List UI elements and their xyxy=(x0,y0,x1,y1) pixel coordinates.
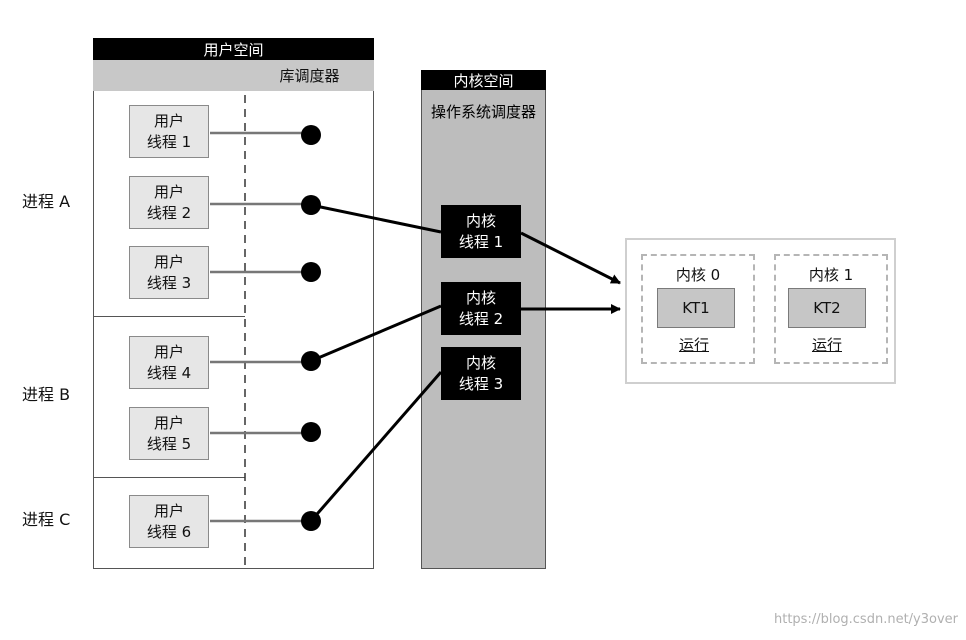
core-0-title: 内核 0 xyxy=(675,265,721,284)
user-thread-4: 用户 线程 4 xyxy=(129,336,209,389)
user-thread-2: 用户 线程 2 xyxy=(129,176,209,229)
scheduler-node-3 xyxy=(301,262,321,282)
user-thread-6-line2: 线程 6 xyxy=(146,522,192,541)
user-thread-2-line1: 用户 xyxy=(153,182,184,201)
process-label-a: 进程 A xyxy=(22,192,71,211)
user-thread-1: 用户 线程 1 xyxy=(129,105,209,158)
core-0-thread: KT1 xyxy=(657,288,735,328)
user-thread-5-line2: 线程 5 xyxy=(146,434,192,453)
core-1-state: 运行 xyxy=(811,335,842,354)
user-thread-5-line1: 用户 xyxy=(153,413,184,432)
user-space-title: 用户空间 xyxy=(93,38,374,60)
user-thread-3-line2: 线程 3 xyxy=(146,273,192,292)
user-thread-4-line2: 线程 4 xyxy=(146,363,192,382)
core-0-box xyxy=(641,254,755,364)
watermark: https://blog.csdn.net/y3over xyxy=(773,612,958,627)
kernel-thread-3-line2: 线程 3 xyxy=(458,374,504,393)
user-thread-2-line2: 线程 2 xyxy=(146,203,192,222)
kernel-space-title: 内核空间 xyxy=(421,70,546,90)
process-label-b: 进程 B xyxy=(22,385,71,404)
user-thread-3: 用户 线程 3 xyxy=(129,246,209,299)
process-divider-bc xyxy=(93,477,245,478)
kernel-thread-2: 内核 线程 2 xyxy=(441,282,521,335)
core-1-box xyxy=(774,254,888,364)
kernel-thread-3-line1: 内核 xyxy=(465,353,496,372)
kernel-thread-1-line2: 线程 1 xyxy=(458,232,504,251)
process-label-c: 进程 C xyxy=(22,510,71,529)
user-space-panel xyxy=(93,91,374,569)
os-scheduler-label: 操作系统调度器 xyxy=(430,102,536,121)
core-1-thread: KT2 xyxy=(788,288,866,328)
map-kt1-core xyxy=(520,231,621,285)
user-thread-5: 用户 线程 5 xyxy=(129,407,209,460)
map-ut4-kt2 xyxy=(310,304,442,363)
kernel-thread-1: 内核 线程 1 xyxy=(441,205,521,258)
user-thread-6-line1: 用户 xyxy=(153,501,184,520)
kernel-thread-2-line2: 线程 2 xyxy=(458,309,504,328)
process-divider-ab xyxy=(93,316,245,317)
user-thread-1-line2: 线程 1 xyxy=(146,132,192,151)
map-ut6-kt3 xyxy=(309,371,443,522)
user-thread-6: 用户 线程 6 xyxy=(129,495,209,548)
kernel-thread-2-line1: 内核 xyxy=(465,288,496,307)
user-space-subheader xyxy=(93,60,374,91)
core-0-state: 运行 xyxy=(678,335,709,354)
user-thread-3-line1: 用户 xyxy=(153,252,184,271)
library-scheduler-label: 库调度器 xyxy=(279,67,340,85)
user-thread-1-line1: 用户 xyxy=(153,111,184,130)
scheduler-node-5 xyxy=(301,422,321,442)
scheduler-node-1 xyxy=(301,125,321,145)
core-1-title: 内核 1 xyxy=(808,265,854,284)
kernel-thread-1-line1: 内核 xyxy=(465,211,496,230)
map-ut2-kt1 xyxy=(310,203,442,234)
kernel-thread-3: 内核 线程 3 xyxy=(441,347,521,400)
user-thread-4-line1: 用户 xyxy=(153,342,184,361)
